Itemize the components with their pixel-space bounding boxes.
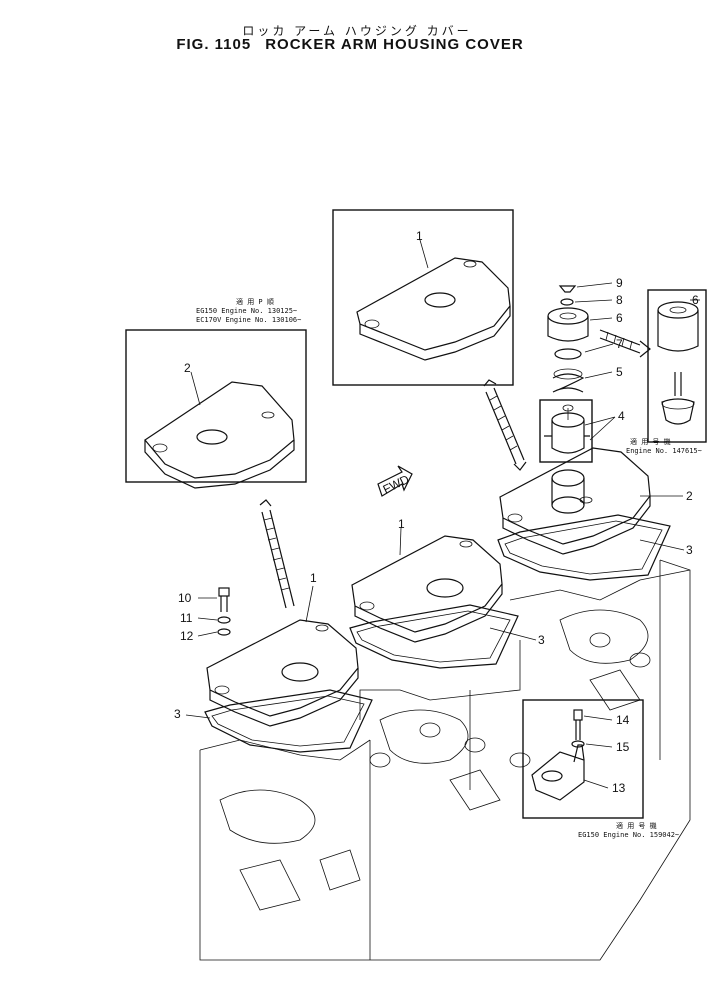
note-left-line2: EC170V Engine No. 130106~ bbox=[196, 316, 301, 324]
callout-1-top-inset: 1 bbox=[416, 229, 423, 243]
note-right-line1: Engine No. 147615~ bbox=[626, 447, 702, 455]
callout-3-front: 3 bbox=[174, 707, 181, 721]
note-left-line1: EG150 Engine No. 130125~ bbox=[196, 307, 297, 315]
inset-breather-alt bbox=[647, 289, 707, 443]
note-left-box: 適 用 P 順 EG150 Engine No. 130125~ EC170V … bbox=[196, 297, 301, 324]
callout-1-front: 1 bbox=[310, 571, 317, 585]
note-bottom-box: 適 用 号 機 EG150 Engine No. 159042~ bbox=[578, 821, 679, 839]
fwd-label: FWD bbox=[381, 472, 412, 497]
callout-6: 6 bbox=[616, 311, 623, 325]
breather-spring bbox=[552, 368, 585, 393]
arrow-right-inset bbox=[599, 329, 651, 358]
inset-box-top bbox=[332, 209, 514, 386]
note-bottom-jp: 適 用 号 機 bbox=[616, 821, 657, 830]
fwd-arrow: FWD bbox=[377, 465, 413, 497]
callout-10: 10 bbox=[178, 591, 192, 605]
arrow-left-inset bbox=[259, 499, 295, 609]
gasket-rear bbox=[497, 514, 671, 581]
title-japanese: ロッカ アーム ハウジング カバー bbox=[242, 24, 472, 38]
gasket-middle bbox=[349, 604, 519, 669]
inset-box-left bbox=[125, 329, 307, 489]
note-right-jp: 適 用 号 機 bbox=[630, 437, 671, 446]
callout-14: 14 bbox=[616, 713, 630, 727]
callout-6-inset: 6 bbox=[692, 293, 699, 307]
callout-4: 4 bbox=[618, 409, 625, 423]
rocker-cover-middle bbox=[351, 535, 503, 643]
callout-9: 9 bbox=[616, 276, 623, 290]
callout-8: 8 bbox=[616, 293, 623, 307]
note-left-jp: 適 用 P 順 bbox=[236, 297, 274, 306]
callout-3-middle: 3 bbox=[538, 633, 545, 647]
callout-3-rear: 3 bbox=[686, 543, 693, 557]
note-right-upper: 適 用 号 機 Engine No. 147615~ bbox=[626, 437, 702, 455]
figure-name: ROCKER ARM HOUSING COVER bbox=[265, 36, 524, 53]
callout-1-middle: 1 bbox=[398, 517, 405, 531]
callouts: 1 1 1 2 2 3 3 3 4 5 6 6 7 8 9 10 11 12 1… bbox=[174, 229, 699, 795]
bolt-10 bbox=[218, 587, 230, 612]
washer-12 bbox=[217, 628, 231, 636]
breather-cap bbox=[547, 285, 589, 360]
breather-body bbox=[539, 399, 593, 463]
callout-11: 11 bbox=[180, 611, 193, 625]
callout-12: 12 bbox=[180, 629, 194, 643]
callout-13: 13 bbox=[612, 781, 626, 795]
callout-15: 15 bbox=[616, 740, 630, 754]
callout-2-rear: 2 bbox=[686, 489, 693, 503]
engine-block bbox=[199, 559, 691, 961]
arrow-top-inset bbox=[483, 379, 527, 471]
callout-7: 7 bbox=[616, 337, 623, 351]
leader-lines bbox=[185, 239, 700, 789]
washer-11 bbox=[217, 616, 231, 624]
figure-title: FIG. 1105 ROCKER ARM HOUSING COVER bbox=[0, 36, 714, 53]
note-bottom-line1: EG150 Engine No. 159042~ bbox=[578, 831, 679, 839]
gasket-front bbox=[204, 689, 373, 753]
callout-5: 5 bbox=[616, 365, 623, 379]
rocker-cover-rear bbox=[499, 447, 651, 555]
figure-number: FIG. 1105 bbox=[176, 36, 252, 53]
inset-box-bottom bbox=[522, 699, 644, 819]
rocker-cover-front bbox=[206, 619, 359, 727]
callout-2-left-inset: 2 bbox=[184, 361, 191, 375]
